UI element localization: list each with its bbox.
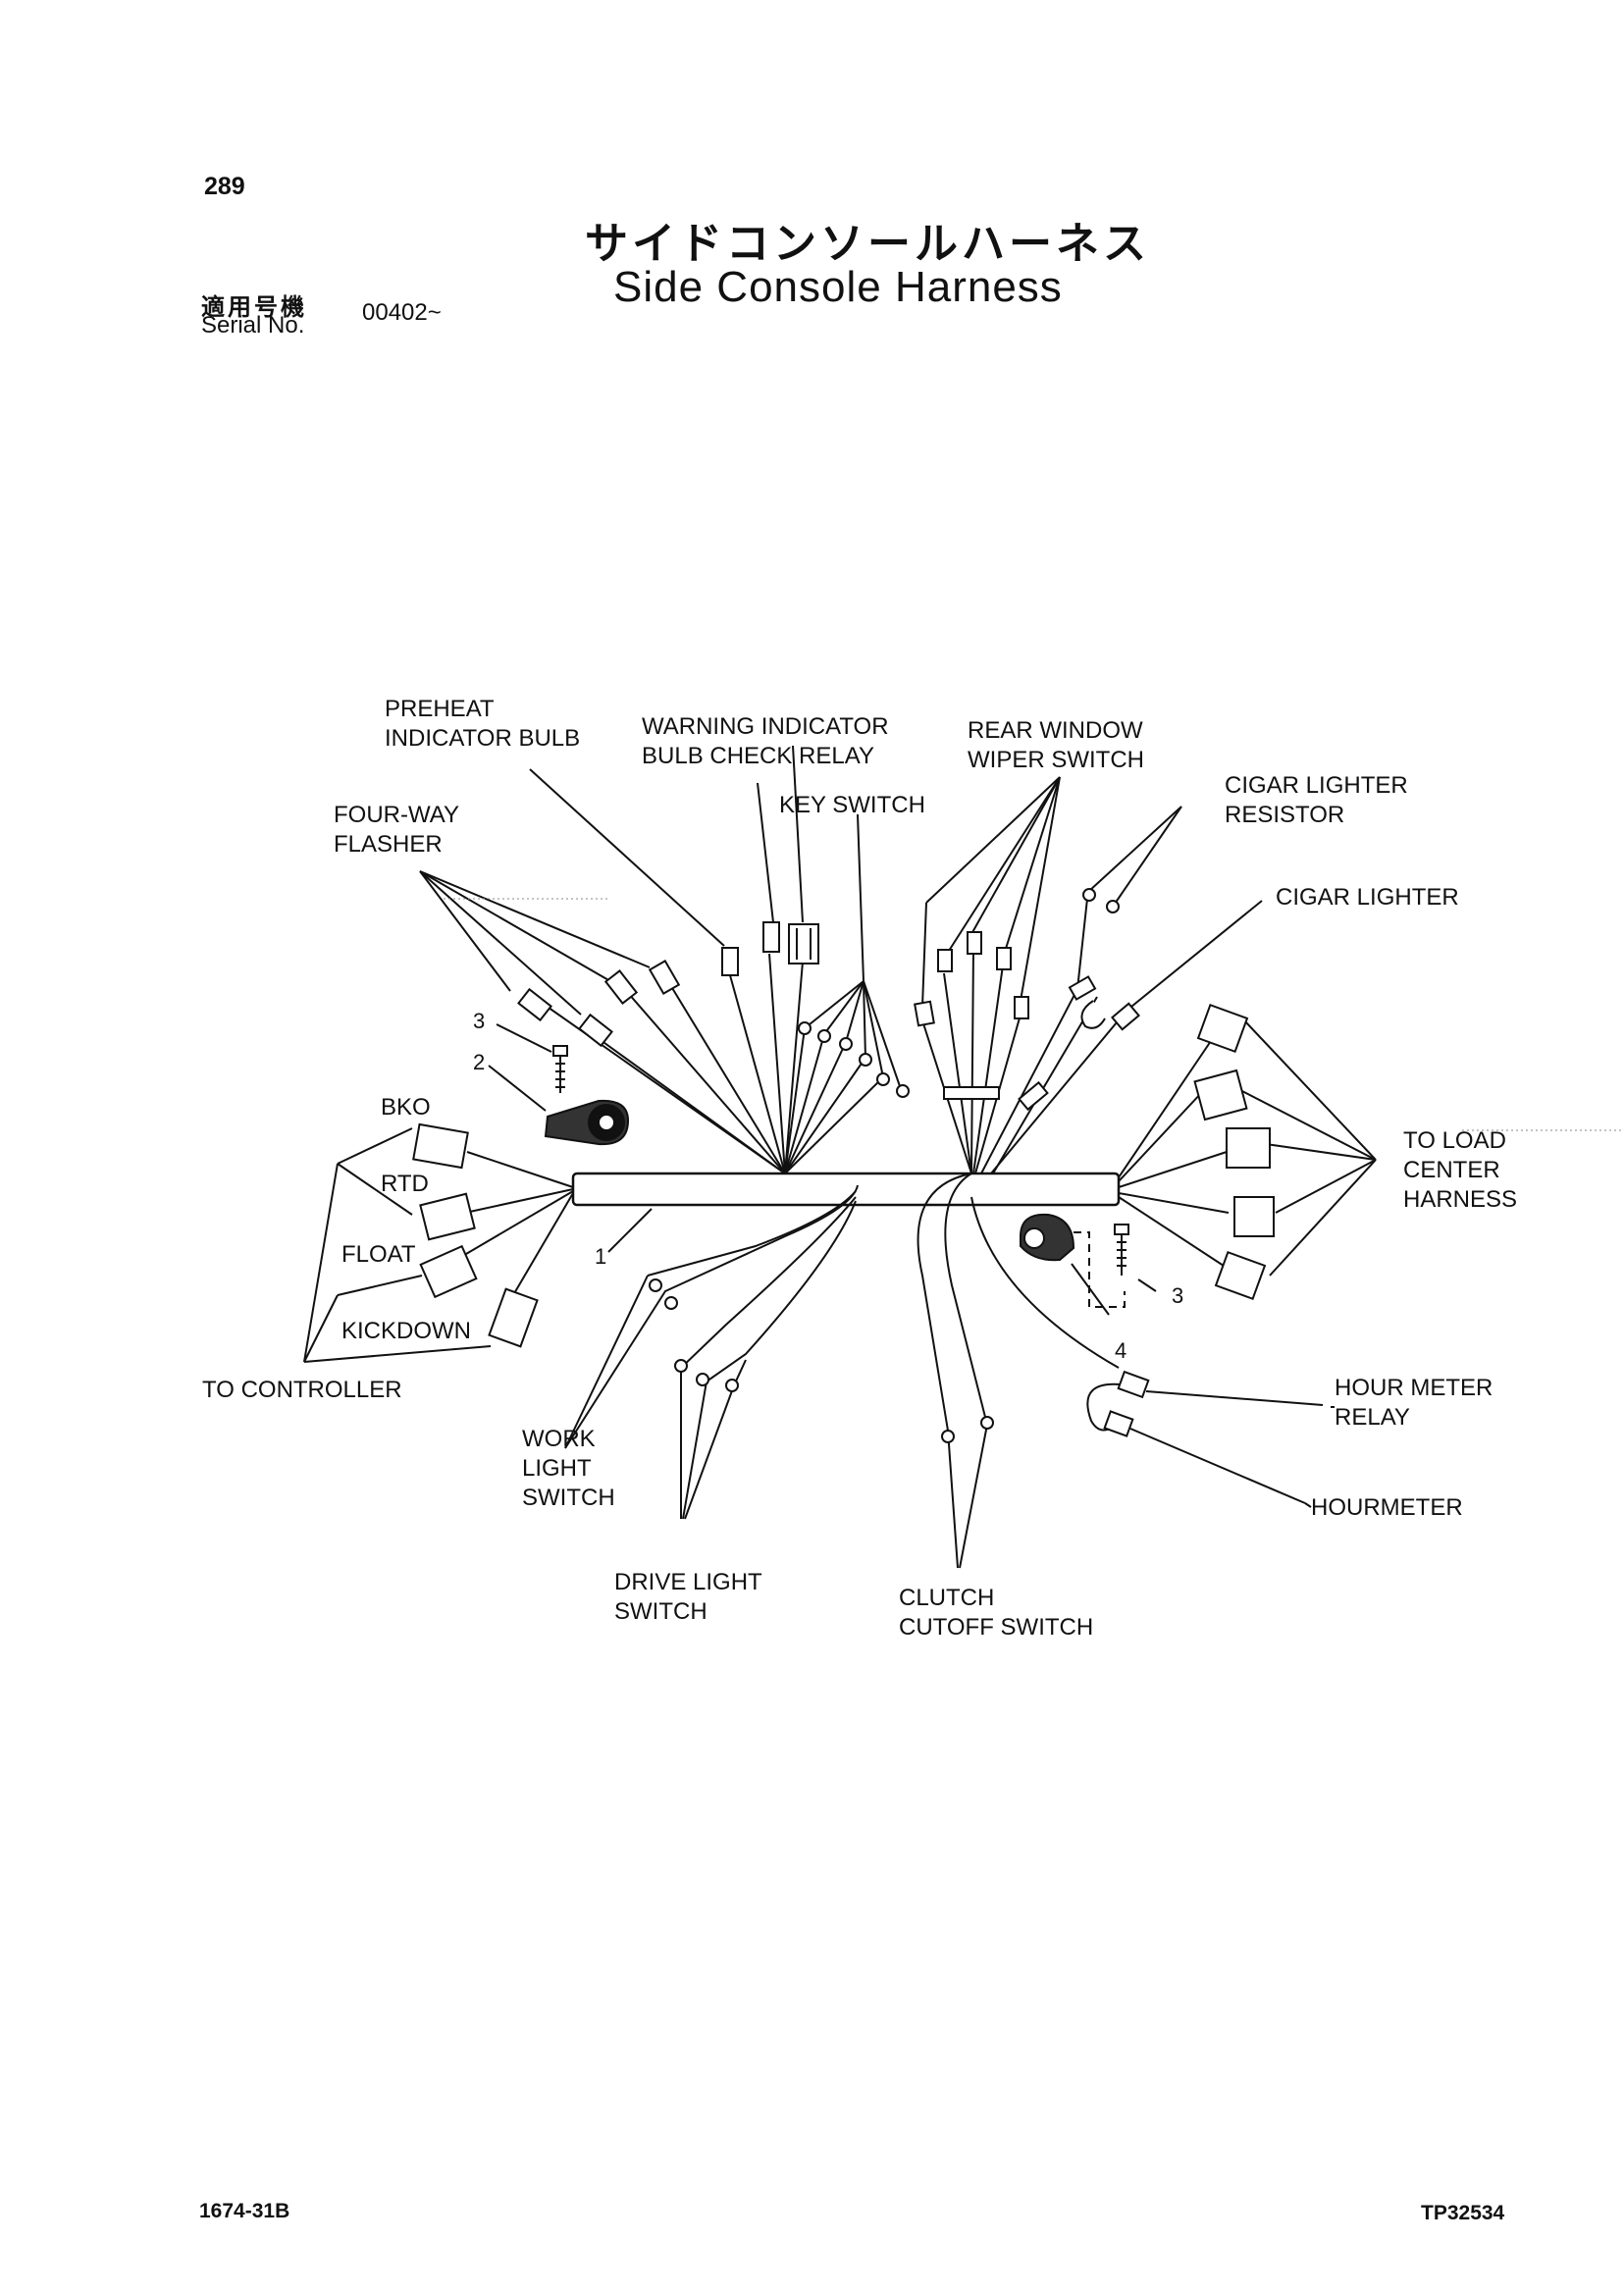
callout-leaders <box>488 1023 1157 1316</box>
lower-connectors <box>649 1278 1150 1443</box>
serial-value: 00402~ <box>362 299 442 326</box>
lower-wires <box>564 1173 1324 1569</box>
connector-rtd <box>419 1192 476 1241</box>
page-number: 289 <box>204 173 245 200</box>
upper-right-connectors <box>914 888 1140 1112</box>
left-connector-wires <box>303 1127 574 1363</box>
callout-3-left: 3 <box>473 1009 485 1033</box>
right-wires <box>1118 1019 1377 1277</box>
label-to-controller: TO CONTROLLER <box>202 1377 402 1403</box>
callout-4: 4 <box>1115 1338 1126 1363</box>
label-leaders <box>1304 1406 1335 1508</box>
label-bko: BKO <box>381 1094 431 1121</box>
clamp-right <box>1020 1213 1129 1308</box>
serial-label-japanese: 適用号機 <box>201 293 307 321</box>
callout-3-right: 3 <box>1172 1283 1183 1308</box>
footer-left-code: 1674-31B <box>199 2200 290 2222</box>
serial-label-english: Serial No. <box>201 312 305 339</box>
upper-right-wires <box>921 776 1263 1174</box>
title-english: Side Console Harness <box>613 263 1063 311</box>
scan-dotted-lines <box>444 898 1624 1131</box>
connector-kickdown <box>488 1287 539 1348</box>
label-cigar-lighter: CIGAR LIGHTER <box>1276 884 1459 911</box>
left-connectors <box>412 1122 539 1348</box>
footer-right-code: TP32534 <box>1421 2202 1505 2224</box>
callout-1: 1 <box>595 1244 606 1269</box>
clamp-left <box>544 1045 630 1146</box>
label-float: FLOAT <box>341 1241 416 1268</box>
upper-left-connectors <box>517 921 910 1098</box>
label-kickdown: KICKDOWN <box>341 1318 471 1344</box>
connector-float <box>419 1244 478 1299</box>
callout-2: 2 <box>473 1050 485 1074</box>
title-japanese: サイドコンソールハーネス <box>585 219 1150 269</box>
label-key-switch: KEY SWITCH <box>779 792 925 818</box>
connector-bko <box>412 1122 469 1170</box>
label-hourmeter: HOURMETER <box>1311 1494 1463 1521</box>
label-rtd: RTD <box>381 1171 429 1197</box>
upper-left-wires <box>419 745 902 1174</box>
right-connectors <box>1193 1003 1275 1301</box>
